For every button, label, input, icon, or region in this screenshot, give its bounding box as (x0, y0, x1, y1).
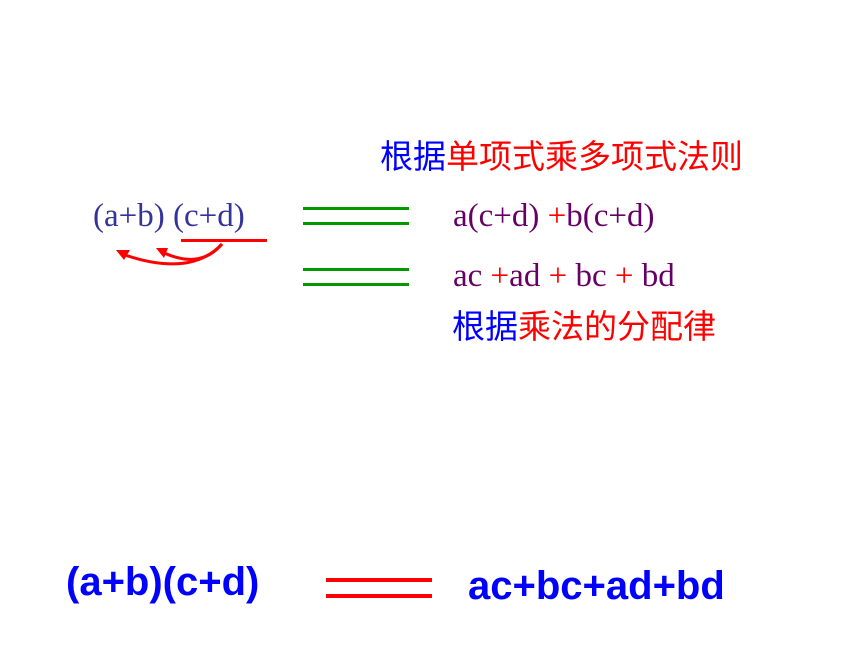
step2-term-ad: ad (509, 258, 541, 294)
rule1-text: 单项式乘多项式法则 (446, 137, 743, 176)
step1-b: b (566, 198, 583, 234)
rule-multiply-monomial-polynomial: 根据单项式乘多项式法则 (380, 137, 743, 177)
step2-term-bc: bc (575, 258, 607, 294)
step2-term-ac: ac (453, 258, 483, 294)
step1-plus: + (547, 198, 567, 234)
result-left-expression: (a+b)(c+d) (66, 560, 260, 604)
step2-plus-3: + (614, 258, 634, 294)
left-expr-part2: (c+d) (173, 198, 245, 234)
result-right-expression: ac+bc+ad+bd (468, 564, 725, 608)
left-expr-part1: (a+b) (93, 198, 165, 234)
step2-plus-1: + (490, 258, 510, 294)
step2-term-bd: bd (641, 258, 675, 294)
step2-expression: ac +ad + bc + bd (453, 256, 675, 296)
step1-a: a (453, 198, 468, 234)
step1-expression: a(c+d) +b(c+d) (453, 196, 655, 236)
underline-c-plus-d (181, 239, 267, 242)
rule-distributive-law: 根据乘法的分配律 (452, 307, 716, 347)
step2-plus-2: + (548, 258, 568, 294)
rule1-prefix: 根据 (380, 137, 446, 176)
left-expression: (a+b) (c+d) (93, 196, 245, 236)
equals-sign-2 (303, 268, 409, 288)
distribution-arrows (116, 242, 224, 266)
rule2-text: 乘法的分配律 (518, 307, 716, 346)
rule2-prefix: 根据 (452, 307, 518, 346)
step1-group1: (c+d) (467, 198, 540, 234)
equals-sign-1 (303, 207, 409, 227)
result-equals-sign (326, 578, 432, 600)
step1-group2: (c+d) (582, 198, 655, 234)
